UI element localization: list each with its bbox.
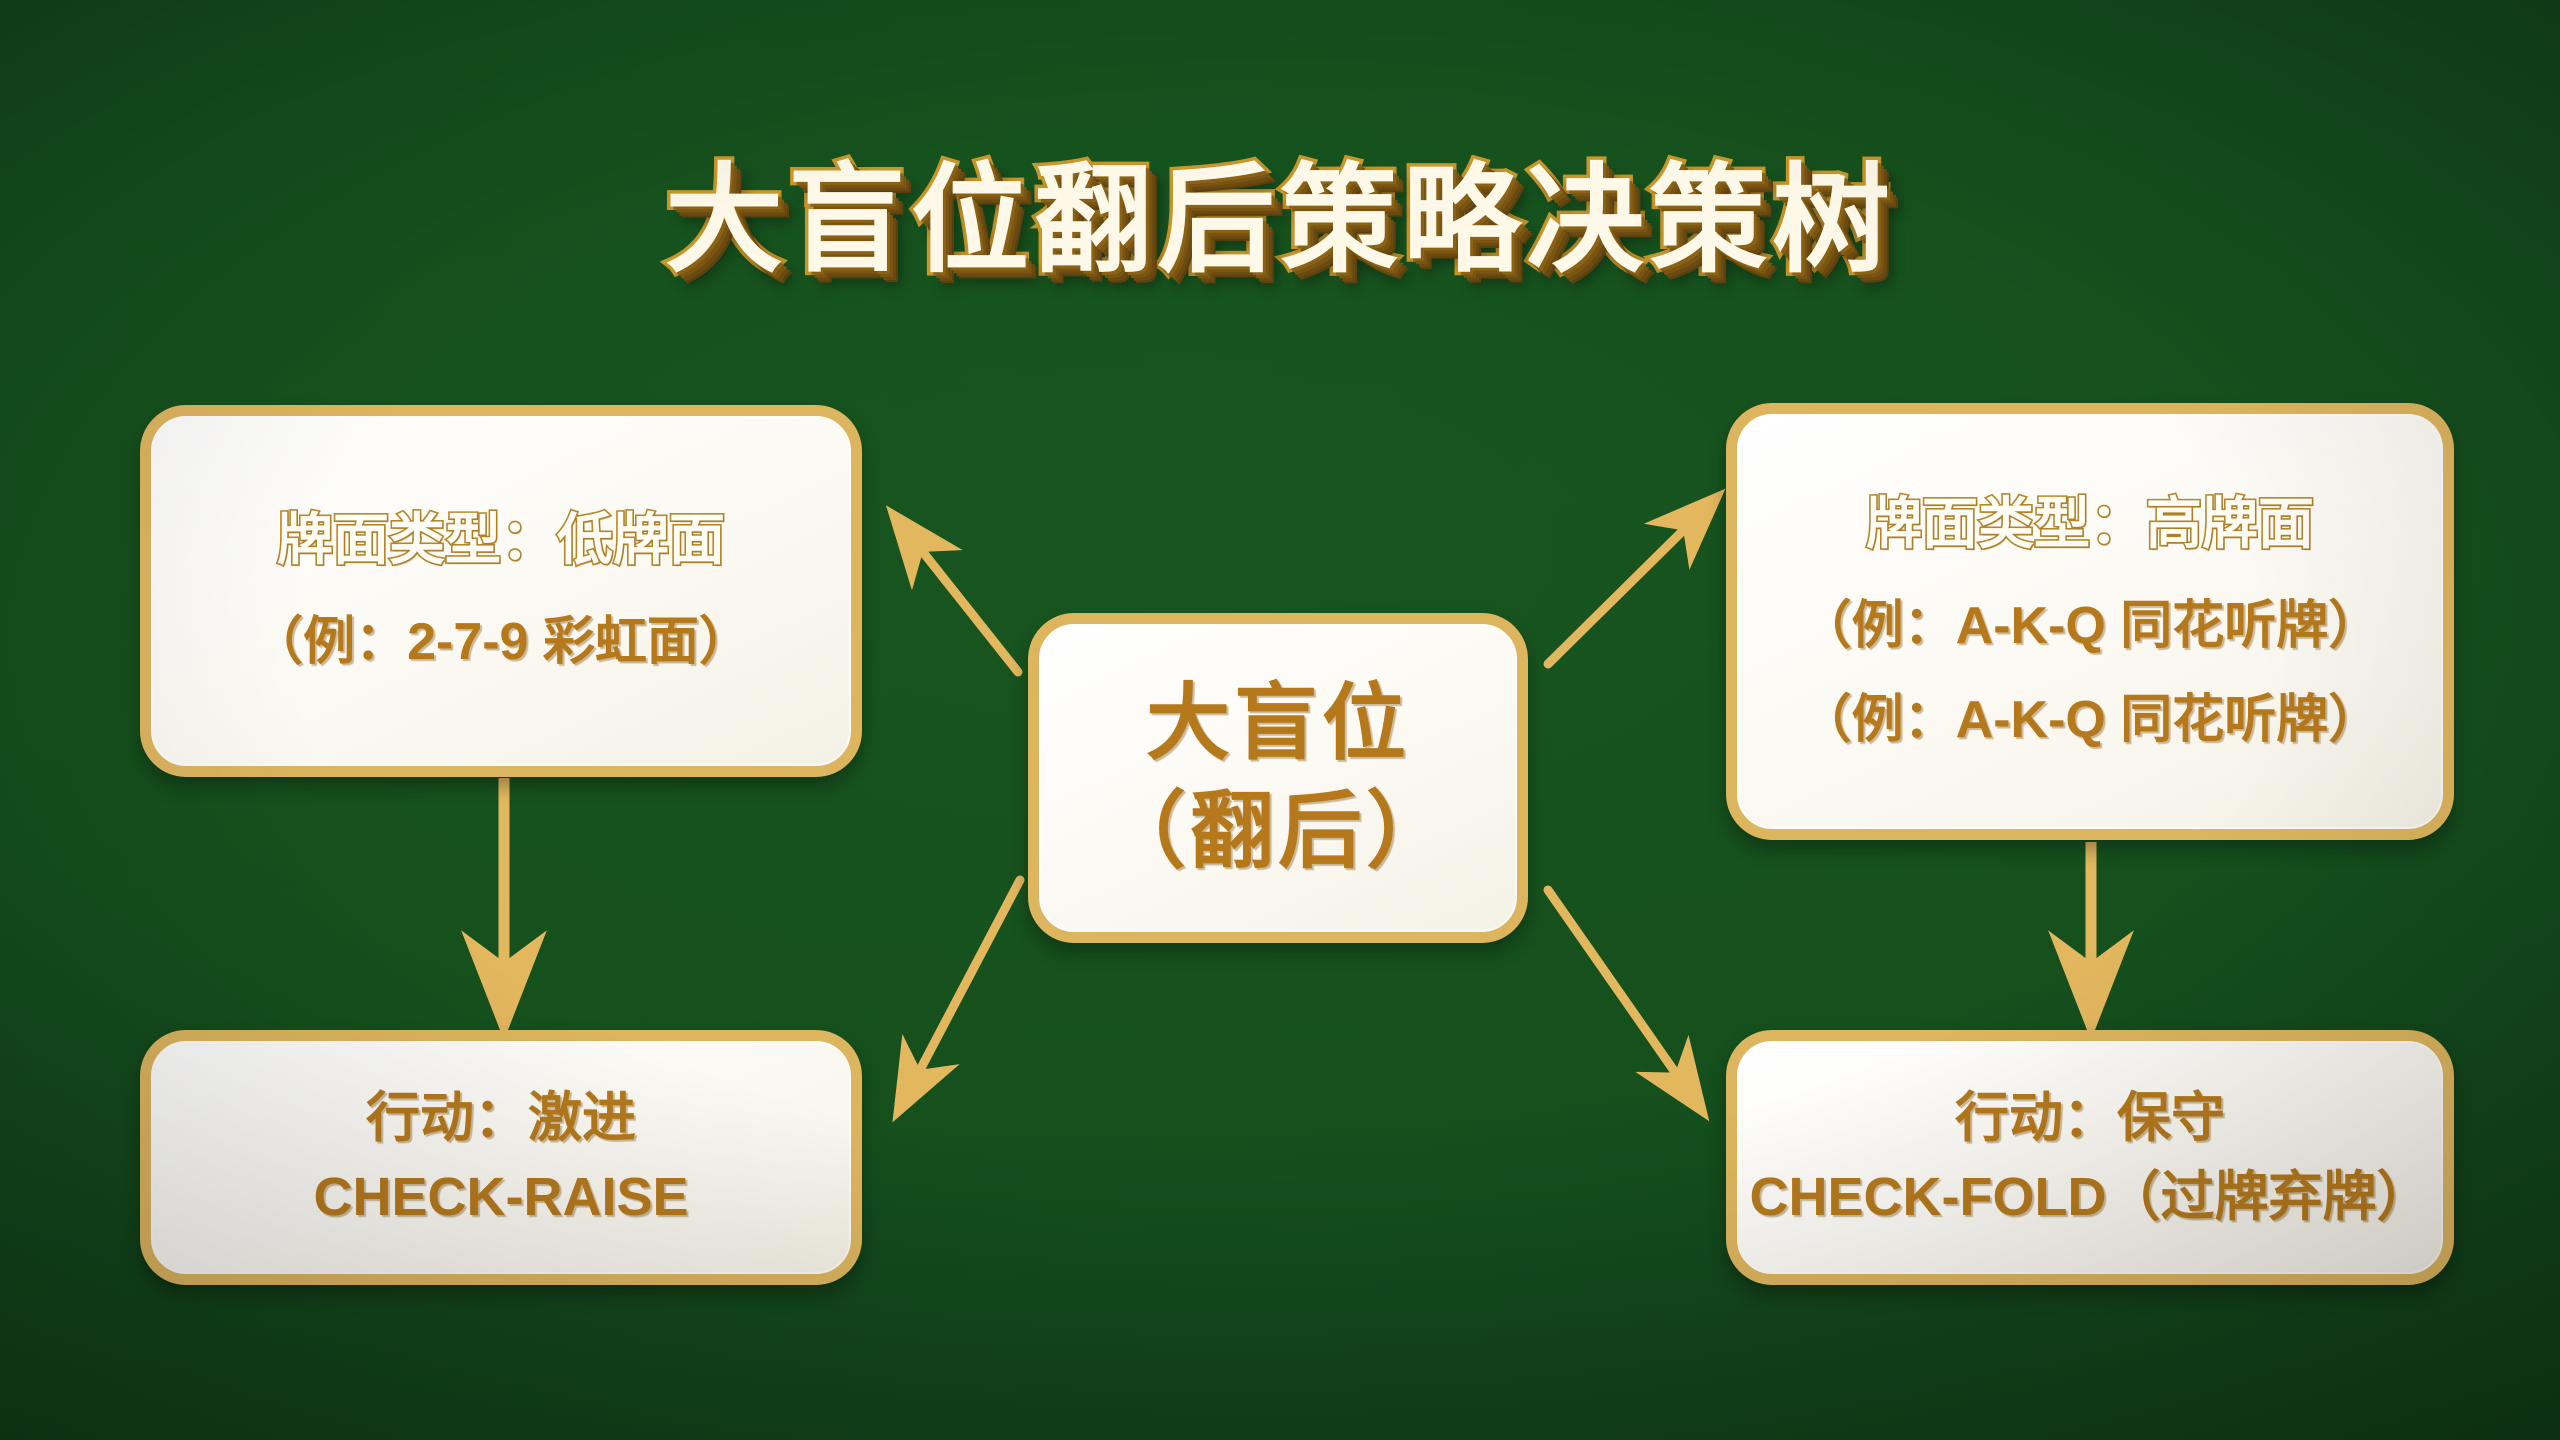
low-board-example-1: （例：2-7-9 彩虹面） [251,613,751,672]
arrow-center-to-conservative [1543,885,1710,1122]
node-action-aggressive[interactable]: 行动：激进 CHECK-RAISE [140,1030,862,1285]
arrow-center-to-low-board [885,505,1023,677]
high-board-heading: 牌面类型：高牌面 [1864,490,2315,556]
conservative-action-label: 行动：保守 [1955,1088,2225,1149]
aggressive-action-label: 行动：激进 [366,1088,636,1149]
node-low-board[interactable]: 牌面类型：低牌面 （例：2-7-9 彩虹面） [140,405,862,777]
center-node-line-2: （翻后） [1101,784,1454,878]
page-title: 大盲位翻后策略决策树 [661,153,1895,290]
low-board-heading: 牌面类型：低牌面 [275,507,726,573]
arrow-center-to-high-board [1543,488,1726,669]
node-high-board[interactable]: 牌面类型：高牌面 （例：A-K-Q 同花听牌） （例：A-K-Q 同花听牌） [1726,403,2454,840]
high-board-example-2: （例：A-K-Q 同花听牌） [1799,690,2381,749]
high-board-example-1: （例：A-K-Q 同花听牌） [1799,596,2381,655]
node-action-conservative[interactable]: 行动：保守 CHECK-FOLD（过牌弃牌） [1726,1030,2454,1285]
arrow-center-to-aggressive [892,875,1025,1123]
center-node-line-1: 大盲位 [1145,676,1410,771]
node-big-blind-postflop[interactable]: 大盲位 （翻后） [1028,613,1528,943]
conservative-action-code: CHECK-FOLD（过牌弃牌） [1749,1166,2431,1227]
aggressive-action-code: CHECK-RAISE [313,1166,689,1227]
